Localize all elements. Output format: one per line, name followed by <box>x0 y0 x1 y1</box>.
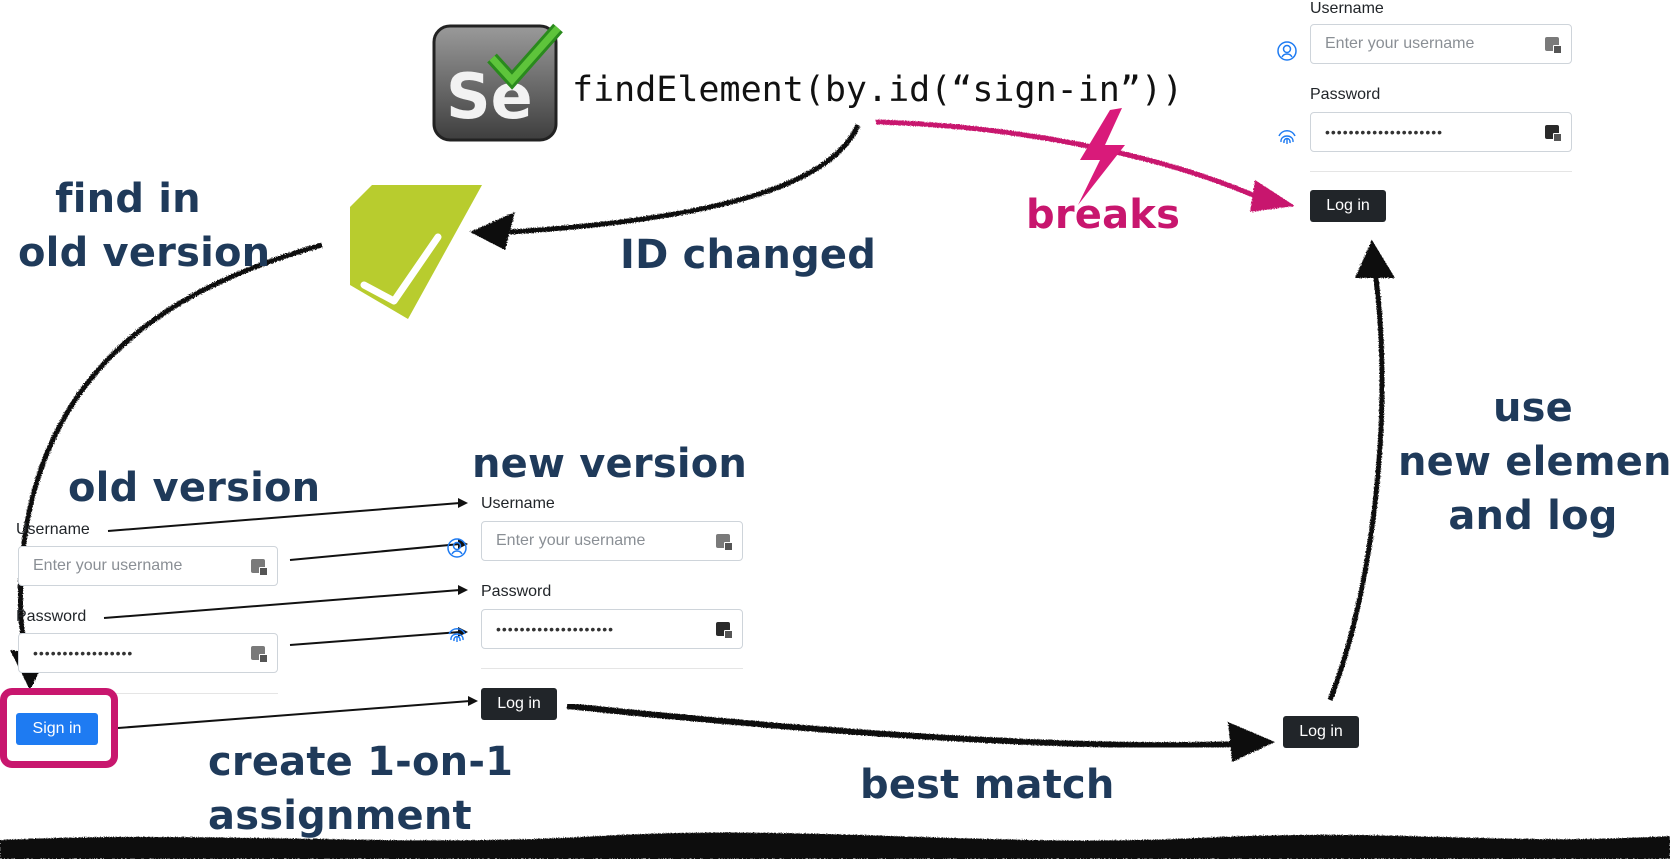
lightning-icon <box>1078 108 1125 205</box>
label-use-line1: use <box>1492 385 1573 431</box>
sign-in-button[interactable]: Sign in <box>16 713 98 745</box>
login-button[interactable]: Log in <box>481 688 557 720</box>
login-button-matched[interactable]: Log in <box>1283 716 1359 748</box>
arrowhead-use-new <box>1355 240 1395 278</box>
password-input[interactable]: •••••••••••••••••••• <box>481 609 743 649</box>
username-label: Username <box>481 495 555 512</box>
form-divider <box>18 693 278 694</box>
keyboard-icon <box>1545 37 1562 54</box>
password-value: •••••••••••••••••••• <box>496 621 615 637</box>
keyboard-icon <box>716 534 733 551</box>
login-button[interactable]: Log in <box>1310 190 1386 222</box>
username-input[interactable]: Enter your username <box>1310 24 1572 64</box>
form-divider <box>1310 171 1572 172</box>
keyboard-icon <box>1545 125 1562 142</box>
sign-in-highlight <box>0 688 118 768</box>
label-find-in: find in old version <box>18 172 271 280</box>
label-new-version: new version <box>472 441 748 487</box>
user-icon <box>447 538 467 558</box>
arrowhead-best-match <box>1228 722 1275 762</box>
form-divider <box>481 668 743 669</box>
label-find-in-line1: find in <box>55 176 201 222</box>
label-breaks: breaks <box>1026 192 1181 238</box>
username-input[interactable]: Enter your username <box>481 521 743 561</box>
arrow-code-to-healenium <box>509 124 861 235</box>
arrow-find-to-old <box>17 242 323 661</box>
password-value: ••••••••••••••••• <box>33 645 134 661</box>
username-placeholder: Enter your username <box>1325 35 1475 52</box>
arrow-use-new <box>1327 269 1385 701</box>
rough-ground <box>0 832 1670 859</box>
fingerprint-icon <box>448 628 466 642</box>
label-best-match: best match <box>860 762 1115 808</box>
arrow-best-match <box>566 703 1241 749</box>
label-old-version: old version <box>68 465 321 511</box>
arrow-code-to-login <box>875 119 1261 201</box>
label-id-changed: ID changed <box>620 232 877 278</box>
user-icon <box>1277 41 1297 61</box>
selenium-logo: Se <box>432 23 563 142</box>
password-label: Password <box>481 583 552 600</box>
label-use-new-element: use new element and log <box>1398 381 1670 543</box>
password-label: Password <box>16 608 87 625</box>
label-create-assignment: create 1-on-1 assignment <box>208 735 514 843</box>
label-use-line2: new element <box>1398 439 1670 485</box>
keyboard-icon <box>251 559 268 576</box>
username-placeholder: Enter your username <box>496 532 646 549</box>
keyboard-icon <box>251 646 268 663</box>
username-input[interactable]: Enter your username <box>18 546 278 586</box>
fingerprint-icon <box>1278 130 1296 144</box>
username-label: Username <box>1310 0 1384 17</box>
username-placeholder: Enter your username <box>33 557 183 574</box>
arrowhead-healenium <box>470 212 515 250</box>
label-find-in-line2: old version <box>18 230 271 276</box>
healenium-logo <box>350 185 482 319</box>
label-use-line3: and log <box>1448 493 1618 539</box>
password-value: •••••••••••••••••••• <box>1325 124 1444 140</box>
username-label: Username <box>16 521 90 538</box>
arrowhead-login-top <box>1250 180 1295 212</box>
label-create-line1: create 1-on-1 <box>208 739 514 785</box>
label-create-line2: assignment <box>208 793 472 839</box>
password-input[interactable]: ••••••••••••••••• <box>18 633 278 673</box>
password-input[interactable]: •••••••••••••••••••• <box>1310 112 1572 152</box>
password-label: Password <box>1310 86 1381 103</box>
keyboard-icon <box>716 622 733 639</box>
code-find-element: findElement(by.id(“sign-in”)) <box>572 70 1184 110</box>
